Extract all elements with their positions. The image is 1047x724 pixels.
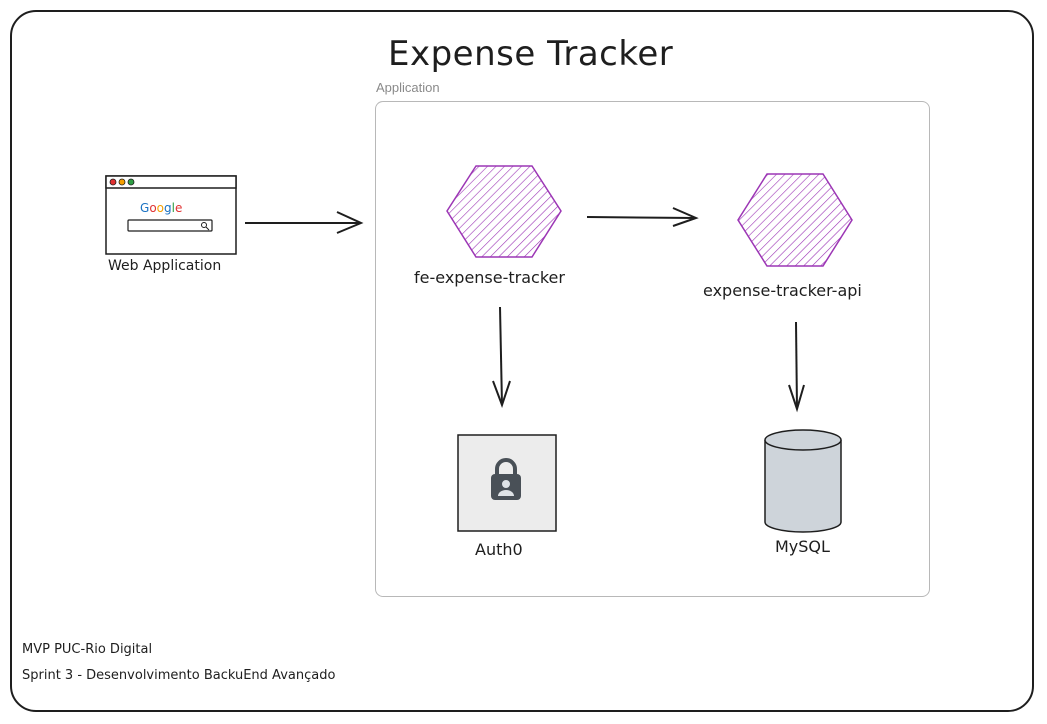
web-application-label: Web Application (108, 258, 222, 274)
application-group (375, 101, 930, 597)
footer-line-1: MVP PUC-Rio Digital (22, 642, 153, 657)
arrow-frontend-to-api (586, 207, 699, 227)
api-service-hexagon (737, 173, 853, 267)
web-browser-icon: Google (105, 175, 237, 255)
frontend-label: fe-expense-tracker (414, 268, 565, 287)
mysql-database-cylinder (764, 429, 842, 533)
auth0-label: Auth0 (475, 540, 523, 559)
arrow-frontend-to-auth (492, 306, 511, 408)
arrow-web-to-frontend (245, 211, 364, 234)
diagram-frame (10, 10, 1034, 712)
mysql-label: MySQL (775, 537, 830, 556)
diagram-title: Expense Tracker (388, 34, 674, 74)
arrow-api-to-db (788, 321, 805, 413)
api-label: expense-tracker-api (703, 281, 862, 300)
group-label: Application (376, 80, 440, 95)
lock-icon (491, 458, 521, 500)
google-logo: Google (140, 201, 182, 215)
footer-line-2: Sprint 3 - Desenvolvimento BackuEnd Avan… (22, 668, 336, 683)
frontend-service-hexagon (446, 165, 562, 258)
